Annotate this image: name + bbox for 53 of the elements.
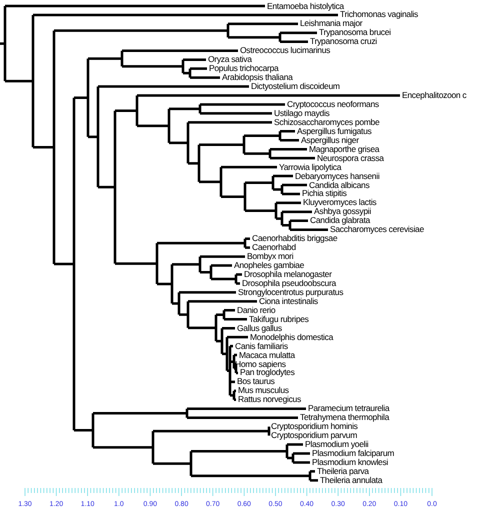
species-name: Danio rerio: [237, 306, 276, 315]
species-name: Anopheles gambiae: [234, 261, 304, 270]
species-name: Ashbya gossypii: [314, 207, 371, 216]
species-name: Caenorhabd: [252, 243, 296, 252]
species-name: Canis familiaris: [235, 342, 288, 351]
species-name: Debaryomyces hansenii: [295, 172, 380, 181]
species-name: Theileria parva: [317, 466, 369, 476]
species-name: Plasmodium knowlesi: [312, 458, 388, 467]
species-name: Candida albicans: [309, 180, 370, 190]
species-name: Kluyveromyces lactis: [303, 198, 376, 208]
species-name: Pan troglodytes: [240, 368, 295, 378]
species-name: Monodelphis domestica: [250, 332, 334, 342]
species-name: Cryptosporidium hominis: [271, 422, 358, 432]
species-name: Gallus gallus: [237, 324, 282, 333]
species-name: Bos taurus: [237, 377, 275, 386]
species-name: Trypanosoma cruzi: [310, 37, 377, 46]
species-name: Tetrahymena thermophila: [300, 413, 390, 422]
species-name: Trypanosoma brucei: [319, 28, 391, 38]
species-name: Yarrowia lipolytica: [279, 162, 342, 172]
species-name: Cryptosporidium parvum: [271, 431, 357, 440]
species-name: Plasmodium falciparum: [312, 449, 394, 458]
species-name: Magnaporthe grisea: [309, 144, 380, 154]
species-name: Takifugu rubripes: [249, 314, 309, 324]
species-name: Drosophila melanogaster: [244, 270, 332, 279]
species-name: Caenorhabditis briggsae: [252, 234, 338, 244]
species-name: Oryza sativa: [208, 55, 252, 64]
species-name: Dictyostelium discoideum: [251, 82, 340, 92]
species-name: Entamoeba histolytica: [267, 2, 344, 10]
species-name: Bombyx mori: [247, 252, 294, 262]
species-name: Aspergillus fumigatus: [297, 126, 372, 136]
species-name: Saccharomyces cerevisiae: [330, 225, 424, 234]
species-name: Ciona intestinalis: [259, 296, 318, 306]
species-name: Cryptococcus neoformans: [287, 100, 379, 109]
species-name: Paramecium tetraurelia: [308, 404, 390, 414]
species-name: Plasmodium yoelii: [305, 440, 368, 450]
species-name: Mus musculus: [238, 386, 289, 396]
species-name: Drosophila pseudoobscura: [242, 278, 336, 288]
species-name: Strongylocentrotus purpuratus: [238, 288, 344, 297]
species-name: Rattus norvegicus: [238, 395, 301, 404]
species-name: Candida glabrata: [310, 216, 370, 226]
species-name: Populus trichocarpa: [209, 64, 278, 74]
species-name: Theileria annulata: [320, 476, 382, 485]
species-name: Trichomonas vaginalis: [340, 10, 418, 20]
species-name: Ustilago maydis: [274, 108, 330, 118]
species-name: Ostreococcus lucimarinus: [240, 46, 330, 56]
species-name: Macaca mulatta: [239, 350, 295, 360]
species-name: Pichia stipitis: [302, 189, 347, 198]
species-name: Arabidopsis thaliana: [222, 73, 293, 82]
species-name: Neurospora crassa: [317, 154, 384, 163]
species-name: Leishmania major: [300, 19, 362, 28]
species-name: Aspergillus niger: [301, 136, 359, 145]
species-name: Schizosaccharomyces pombe: [274, 118, 380, 127]
species-name: Encephalitozoon c: [402, 91, 466, 100]
